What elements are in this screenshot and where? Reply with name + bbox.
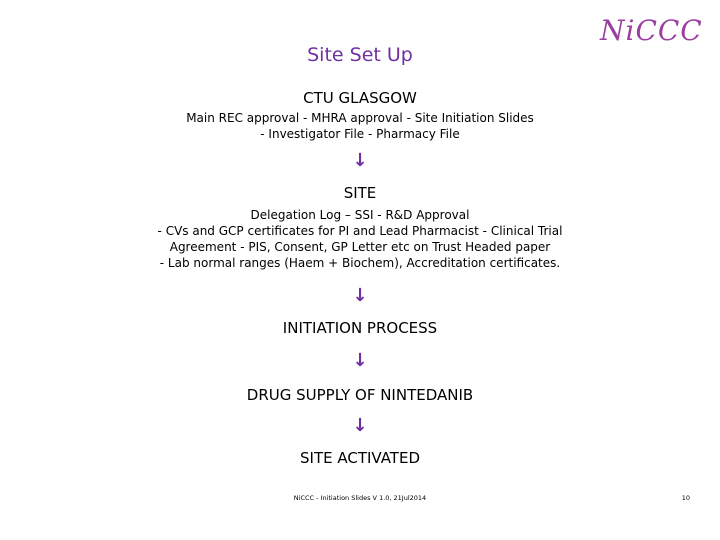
section-body-ctu-glasgow: Main REC approval - MHRA approval - Site… <box>0 110 720 142</box>
niccc-logo: NiCCC <box>600 14 703 47</box>
down-arrow-icon: ↓ <box>352 415 368 436</box>
down-arrow-icon: ↓ <box>352 285 368 306</box>
section-body-site: Delegation Log – SSI - R&D Approval - CV… <box>0 207 720 271</box>
down-arrow-icon: ↓ <box>352 350 368 371</box>
section-heading-site: SITE <box>343 184 377 202</box>
page-number: 10 <box>681 494 690 502</box>
body-line: - Lab normal ranges (Haem + Biochem), Ac… <box>159 256 561 270</box>
down-arrow-icon: ↓ <box>352 150 368 171</box>
body-line: Main REC approval - MHRA approval - Site… <box>186 111 534 125</box>
slide-footer: NiCCC - Initiation Slides V 1.0, 21Jul20… <box>293 494 427 502</box>
section-heading-initiation-process: INITIATION PROCESS <box>282 319 438 337</box>
body-line: - Investigator File - Pharmacy File <box>260 127 460 141</box>
section-heading-drug-supply: DRUG SUPPLY OF NINTEDANIB <box>246 386 474 404</box>
body-line: Agreement - PIS, Consent, GP Letter etc … <box>169 240 551 254</box>
slide-title: Site Set Up <box>307 44 413 66</box>
body-line: Delegation Log – SSI - R&D Approval <box>250 208 470 222</box>
section-heading-site-activated: SITE ACTIVATED <box>300 449 420 467</box>
section-heading-ctu-glasgow: CTU GLASGOW <box>303 89 417 107</box>
body-line: - CVs and GCP certificates for PI and Le… <box>157 224 563 238</box>
